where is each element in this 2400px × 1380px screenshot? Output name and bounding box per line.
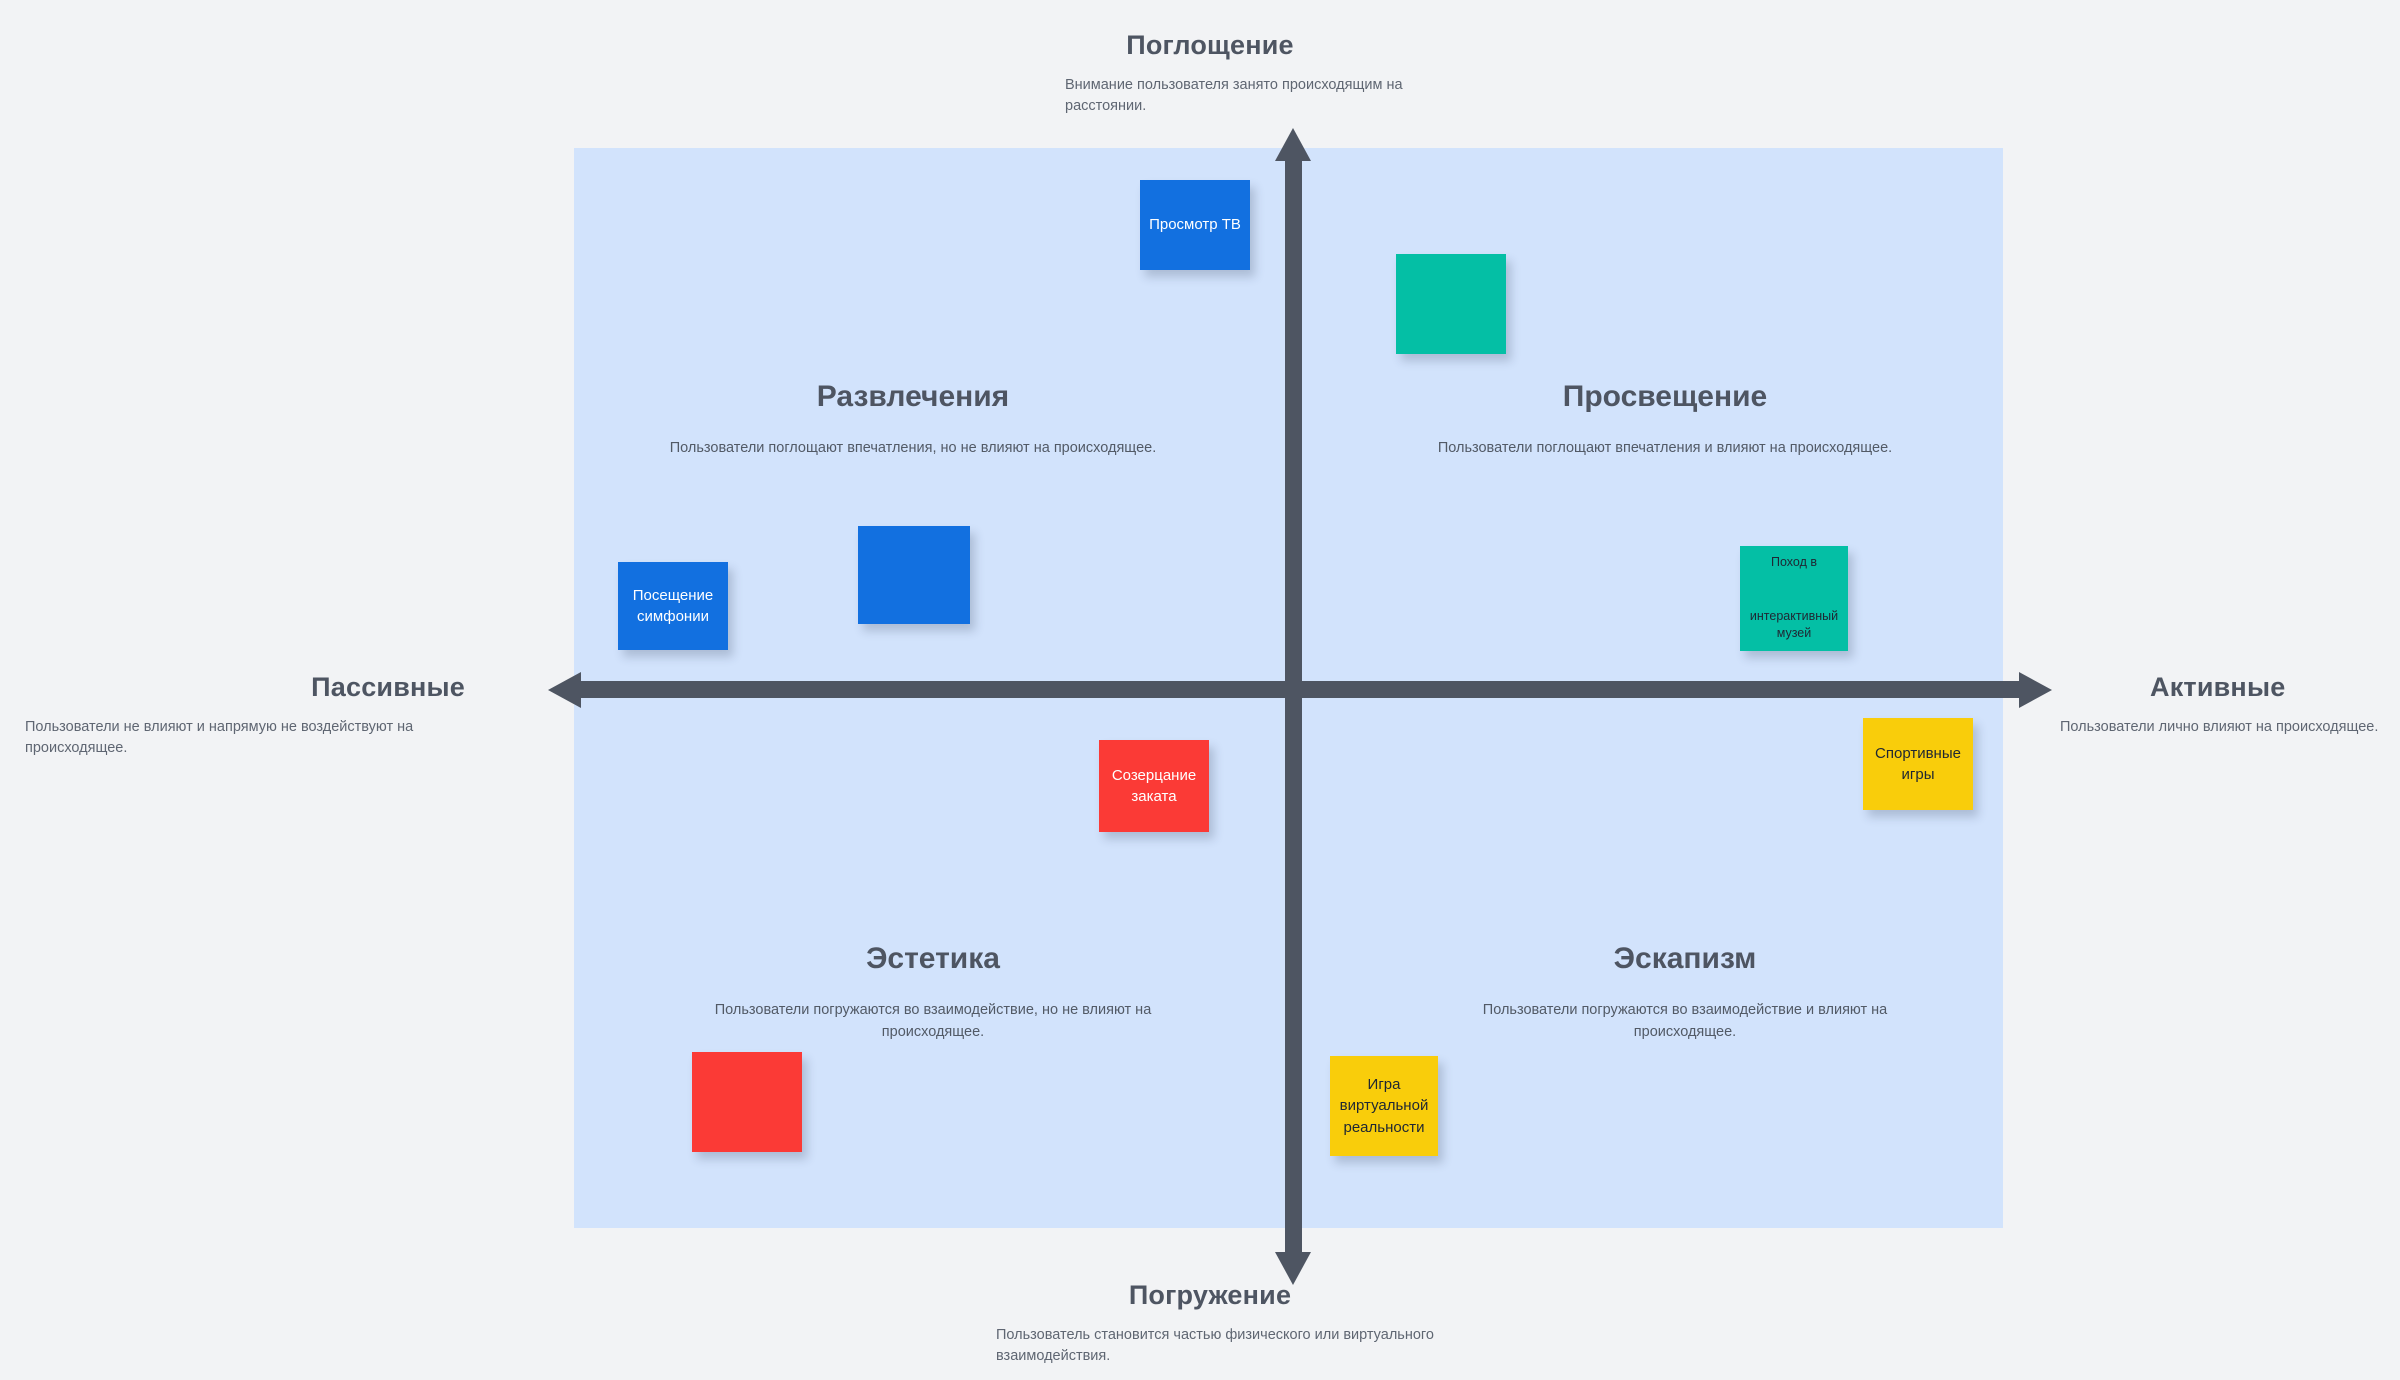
- sticky-note-red-blank[interactable]: [692, 1052, 802, 1152]
- sticky-note-green-blank[interactable]: [1396, 254, 1506, 354]
- axis-right-description: Пользователи лично влияют на происходяще…: [2060, 719, 2379, 735]
- axis-bottom-description: Пользователь становится частью физическо…: [996, 1327, 1434, 1365]
- axis-label-right: Активные Пользователи лично влияют на пр…: [2060, 672, 2380, 738]
- quadrant-esthetic-title: Эстетика: [866, 942, 1000, 975]
- axis-arrow-right-icon: [2019, 672, 2052, 708]
- axis-bottom-title: Погружение: [1128, 1280, 1292, 1310]
- sticky-note-blue-blank[interactable]: [858, 526, 970, 624]
- axis-label-bottom: Погружение Пользователь становится часть…: [960, 1280, 1460, 1367]
- sticky-note-museum-text: Поход в интерактивный музей: [1748, 554, 1840, 643]
- quadrant-entertainment: Развлечения Пользователи поглощают впеча…: [633, 380, 1193, 460]
- axis-arrow-up-icon: [1275, 128, 1311, 161]
- axis-right-title: Активные: [2150, 672, 2286, 702]
- axis-arrow-down-icon: [1275, 1252, 1311, 1285]
- sticky-note-vr-label: Игра виртуальной реальности: [1339, 1076, 1429, 1136]
- sticky-note-tv[interactable]: Просмотр ТВ: [1140, 180, 1250, 270]
- quadrant-education: Просвещение Пользователи поглощают впеча…: [1385, 380, 1945, 460]
- sticky-note-sunset[interactable]: Созерцание заката: [1099, 740, 1209, 832]
- sticky-note-tv-label: Просмотр ТВ: [1149, 216, 1241, 234]
- axis-top-title: Поглощение: [1126, 30, 1294, 60]
- vertical-axis-line: [1285, 160, 1302, 1255]
- quadrant-escapist: Эскапизм Пользователи погружаются во вза…: [1405, 942, 1965, 1044]
- horizontal-axis-line: [580, 681, 2020, 698]
- sticky-note-museum-label-line1: Поход в: [1771, 555, 1817, 569]
- sticky-note-sports-label: Спортивные игры: [1875, 744, 1961, 783]
- axis-label-left: Пассивные Пользователи не влияют и напря…: [25, 672, 465, 759]
- quadrant-escapist-description: Пользователи погружаются во взаимодейств…: [1482, 1002, 1888, 1040]
- quadrant-entertainment-description: Пользователи поглощают впечатления, но н…: [669, 440, 1157, 456]
- sticky-note-symphony-label: Посещение симфонии: [632, 586, 714, 625]
- sticky-note-sunset-label: Созерцание заката: [1111, 766, 1197, 805]
- quadrant-esthetic: Эстетика Пользователи погружаются во вза…: [653, 942, 1213, 1044]
- sticky-note-museum[interactable]: Поход в интерактивный музей: [1740, 546, 1848, 651]
- quadrant-escapist-title: Эскапизм: [1613, 942, 1757, 975]
- axis-top-description: Внимание пользователя занято происходящи…: [1065, 77, 1403, 115]
- sticky-note-vr[interactable]: Игра виртуальной реальности: [1330, 1056, 1438, 1156]
- axis-left-title: Пассивные: [311, 672, 465, 702]
- sticky-note-sports[interactable]: Спортивные игры: [1863, 718, 1973, 810]
- axis-left-description: Пользователи не влияют и напрямую не воз…: [25, 719, 414, 757]
- axis-arrow-left-icon: [548, 672, 581, 708]
- axis-label-top: Поглощение Внимание пользователя занято …: [960, 30, 1460, 117]
- quadrant-entertainment-title: Развлечения: [816, 380, 1010, 413]
- sticky-note-museum-label-line2: интерактивный музей: [1749, 608, 1839, 641]
- quadrant-education-description: Пользователи поглощают впечатления и вли…: [1437, 440, 1893, 456]
- quadrant-esthetic-description: Пользователи погружаются во взаимодейств…: [714, 1002, 1152, 1040]
- quadrant-education-title: Просвещение: [1562, 380, 1768, 413]
- sticky-note-symphony[interactable]: Посещение симфонии: [618, 562, 728, 650]
